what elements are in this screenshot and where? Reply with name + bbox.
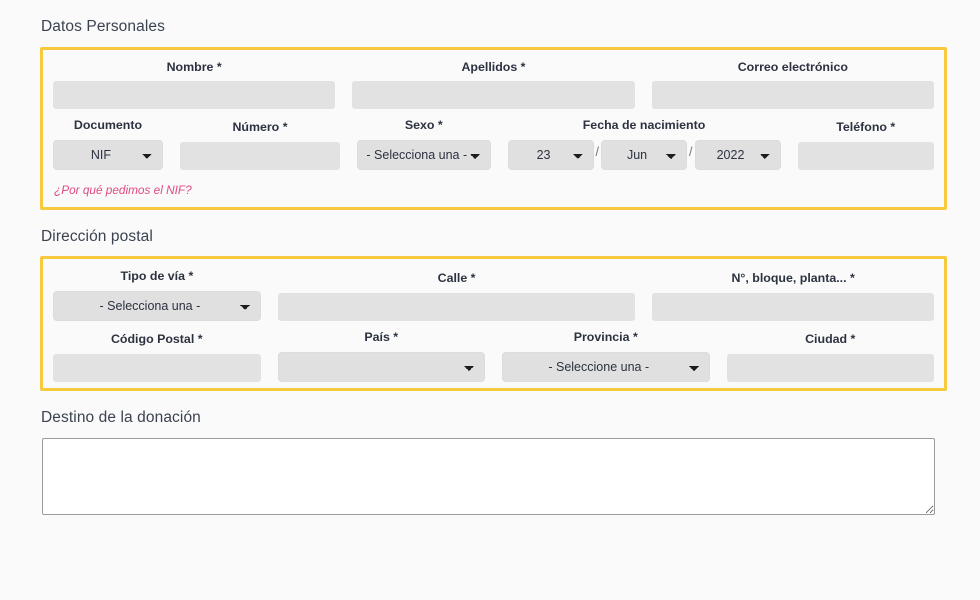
personal-data-fieldset: Nombre * Apellidos * Correo electrónico … (40, 46, 947, 210)
field-calle: Calle * (277, 271, 636, 322)
section-title-personal: Datos Personales (41, 18, 165, 35)
fecha-anio-select[interactable]: 2022 (694, 140, 781, 171)
sexo-select[interactable]: - Selecciona una - (357, 140, 491, 171)
numero-input[interactable] (179, 142, 341, 171)
label-sexo: Sexo * (404, 118, 443, 133)
section-title-destino: Destino de la donación (41, 409, 201, 427)
field-correo: Correo electrónico (651, 59, 934, 110)
num-bloque-input[interactable] (652, 293, 934, 322)
address-row-1: Tipo de vía * - Selecciona una - Calle *… (53, 269, 934, 322)
documento-select[interactable]: NIF (53, 140, 163, 171)
pais-select[interactable] (277, 352, 485, 383)
label-ciudad: Ciudad * (805, 332, 856, 347)
correo-input[interactable] (651, 81, 934, 110)
label-documento: Documento (73, 118, 143, 133)
personal-row-2: Documento NIF Número * Sexo * - Seleccio… (53, 118, 934, 171)
field-pais: País * (277, 330, 485, 383)
field-documento: Documento NIF (53, 118, 163, 171)
field-fecha-nacimiento: Fecha de nacimiento 23 / Jun / (507, 118, 781, 171)
label-telefono: Teléfono * (836, 120, 896, 135)
telefono-input[interactable] (797, 142, 934, 171)
fecha-dia-wrap: 23 (507, 140, 594, 171)
field-sexo: Sexo * - Selecciona una - (357, 118, 491, 171)
label-provincia: Provincia * (573, 330, 638, 345)
date-separator-2: / (689, 144, 693, 159)
field-nombre: Nombre * (53, 59, 336, 110)
label-apellidos: Apellidos * (461, 59, 526, 74)
fecha-mes-select[interactable]: Jun (601, 140, 688, 171)
label-tipo-via: Tipo de vía * (120, 269, 194, 284)
label-correo: Correo electrónico (737, 59, 848, 74)
fecha-mes-wrap: Jun (601, 140, 688, 171)
label-num-bloque: N°, bloque, planta... * (731, 271, 855, 286)
personal-row-1: Nombre * Apellidos * Correo electrónico (53, 60, 934, 110)
address-row-2: Código Postal * País * Provincia * - Sel… (53, 330, 934, 383)
label-codigo-postal: Código Postal * (110, 332, 203, 347)
field-ciudad: Ciudad * (726, 332, 934, 383)
date-separator-1: / (595, 144, 600, 159)
calle-input[interactable] (277, 293, 636, 322)
label-pais: País * (364, 330, 399, 345)
label-numero: Número * (232, 120, 288, 135)
destino-textarea-wrap (40, 437, 947, 515)
field-tipo-via: Tipo de vía * - Selecciona una - (53, 269, 261, 322)
field-telefono: Teléfono * (797, 120, 934, 171)
fecha-anio-wrap: 2022 (694, 140, 781, 171)
nombre-input[interactable] (53, 81, 336, 110)
apellidos-input[interactable] (352, 81, 635, 110)
ciudad-input[interactable] (726, 354, 934, 383)
label-nombre: Nombre * (166, 59, 222, 74)
why-nif-link[interactable]: ¿Por qué pedimos el NIF? (54, 183, 192, 198)
fecha-dia-select[interactable]: 23 (507, 140, 594, 171)
destino-donacion-textarea[interactable] (42, 437, 935, 515)
field-apellidos: Apellidos * (352, 59, 635, 110)
provincia-select[interactable]: - Seleccione una - (502, 352, 710, 383)
section-title-direccion: Dirección postal (41, 227, 153, 245)
field-provincia: Provincia * - Seleccione una - (502, 330, 710, 383)
codigo-postal-input[interactable] (53, 354, 261, 383)
field-codigo-postal: Código Postal * (53, 332, 261, 383)
address-fieldset: Tipo de vía * - Selecciona una - Calle *… (40, 256, 947, 392)
label-fecha-nacimiento: Fecha de nacimiento (582, 118, 706, 133)
field-numero: Número * (179, 120, 341, 171)
field-num-bloque: N°, bloque, planta... * (652, 271, 934, 322)
tipo-via-select[interactable]: - Selecciona una - (53, 291, 261, 322)
label-calle: Calle * (437, 271, 476, 286)
